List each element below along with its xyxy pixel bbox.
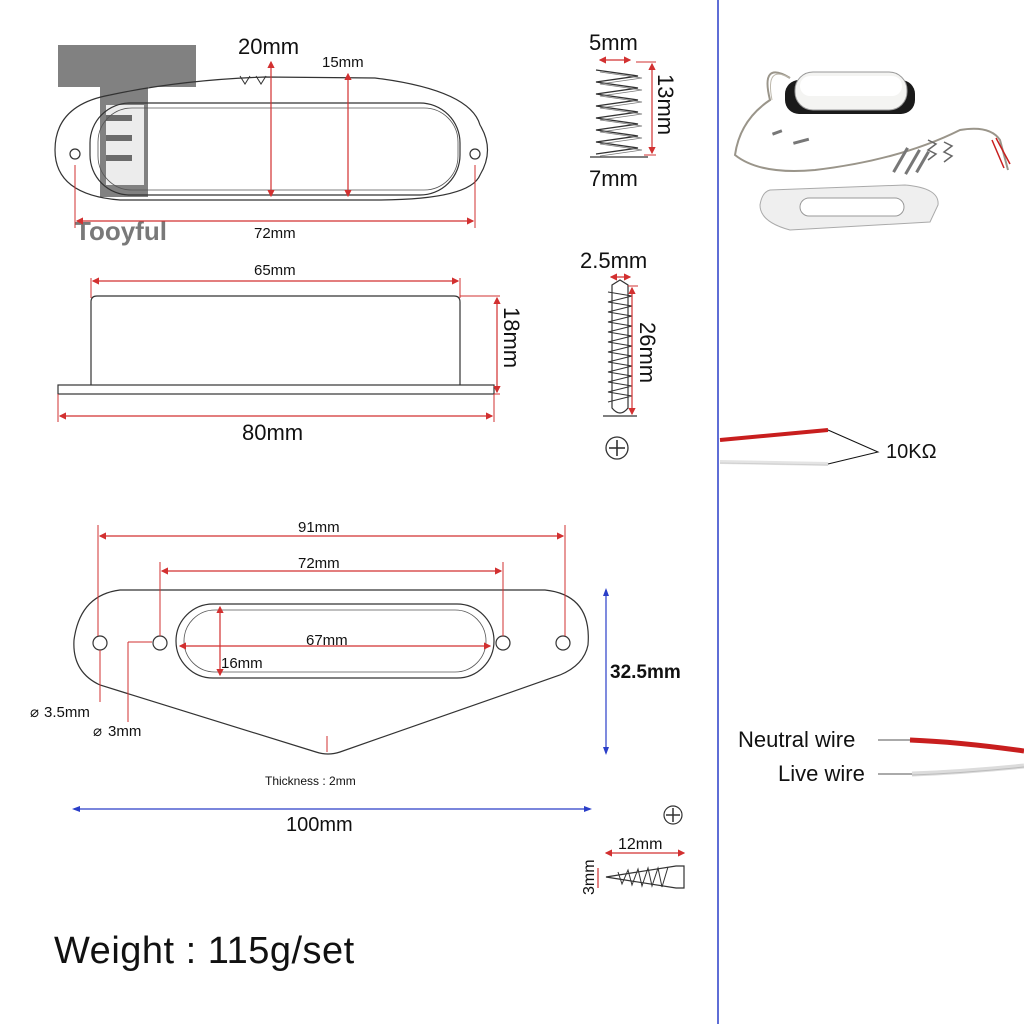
dim-plate-length: 100mm [286, 814, 353, 836]
dim-short-screw-length: 12mm [618, 836, 662, 853]
dim-plate-inner-spacing: 72mm [298, 555, 340, 572]
mounting-plate-diagram: 91mm 72mm 67mm 16mm 32.5mm ⌀ 3.5mm ⌀ 3mm… [30, 519, 681, 836]
resistance-label: 10KΩ [886, 441, 937, 463]
pickup-top-view: 20mm 15mm 72mm [54, 34, 489, 242]
dim-plate-outer-spacing: 91mm [298, 519, 340, 536]
dim-screw-head: 2.5mm [580, 248, 647, 273]
wire-resistance-callout: 10KΩ [719, 428, 937, 466]
dim-pickup-width: 20mm [238, 34, 299, 59]
diameter-icon: ⌀ [30, 704, 39, 721]
brand-logo: Tooyful [58, 45, 196, 246]
diameter-icon: ⌀ [93, 723, 102, 740]
plate-hole-outer-left [92, 635, 108, 651]
dim-spring-width: 5mm [589, 30, 638, 55]
dim-cover-length: 65mm [254, 262, 296, 279]
dim-outer-hole: 3.5mm [44, 704, 90, 721]
spring-diagram: 5mm 13mm 7mm [589, 30, 678, 191]
live-wire-label: Live wire [778, 761, 865, 786]
weight-caption: Weight : 115g/set [54, 930, 355, 972]
plate-hole-inner-left [152, 635, 168, 651]
neutral-wire-label: Neutral wire [738, 727, 855, 752]
dim-short-screw-diameter: 3mm [581, 859, 598, 895]
wire-legend: Neutral wire Live wire [738, 727, 1024, 786]
plate-hole-inner-right [495, 635, 511, 651]
mount-hole-left [69, 148, 81, 160]
dim-spring-height: 13mm [653, 74, 678, 135]
plate-slot [175, 603, 495, 679]
mount-hole-right [469, 148, 481, 160]
dim-slot-length: 67mm [306, 632, 348, 649]
dim-pickup-height: 18mm [499, 307, 524, 368]
dim-pickup-inner-width: 15mm [322, 54, 364, 71]
short-screw-diagram: 12mm 3mm [581, 805, 686, 895]
phillips-head-icon [605, 436, 629, 460]
phillips-head-icon [663, 805, 683, 825]
long-screw-diagram: 2.5mm 26mm [580, 248, 660, 460]
dim-inner-hole: 3mm [108, 723, 141, 740]
plate-hole-outer-right [555, 635, 571, 651]
dim-slot-width: 16mm [221, 655, 263, 672]
dim-screw-length: 26mm [635, 322, 660, 383]
dim-hole-spacing: 72mm [254, 225, 296, 242]
product-photo [733, 71, 1011, 231]
dim-plate-height: 32.5mm [610, 662, 681, 683]
dim-base-length: 80mm [242, 420, 303, 445]
pickup-side-view: 65mm 18mm 80mm [57, 262, 524, 445]
dim-spring-length: 7mm [589, 166, 638, 191]
dim-plate-thickness: Thickness : 2mm [265, 774, 356, 788]
